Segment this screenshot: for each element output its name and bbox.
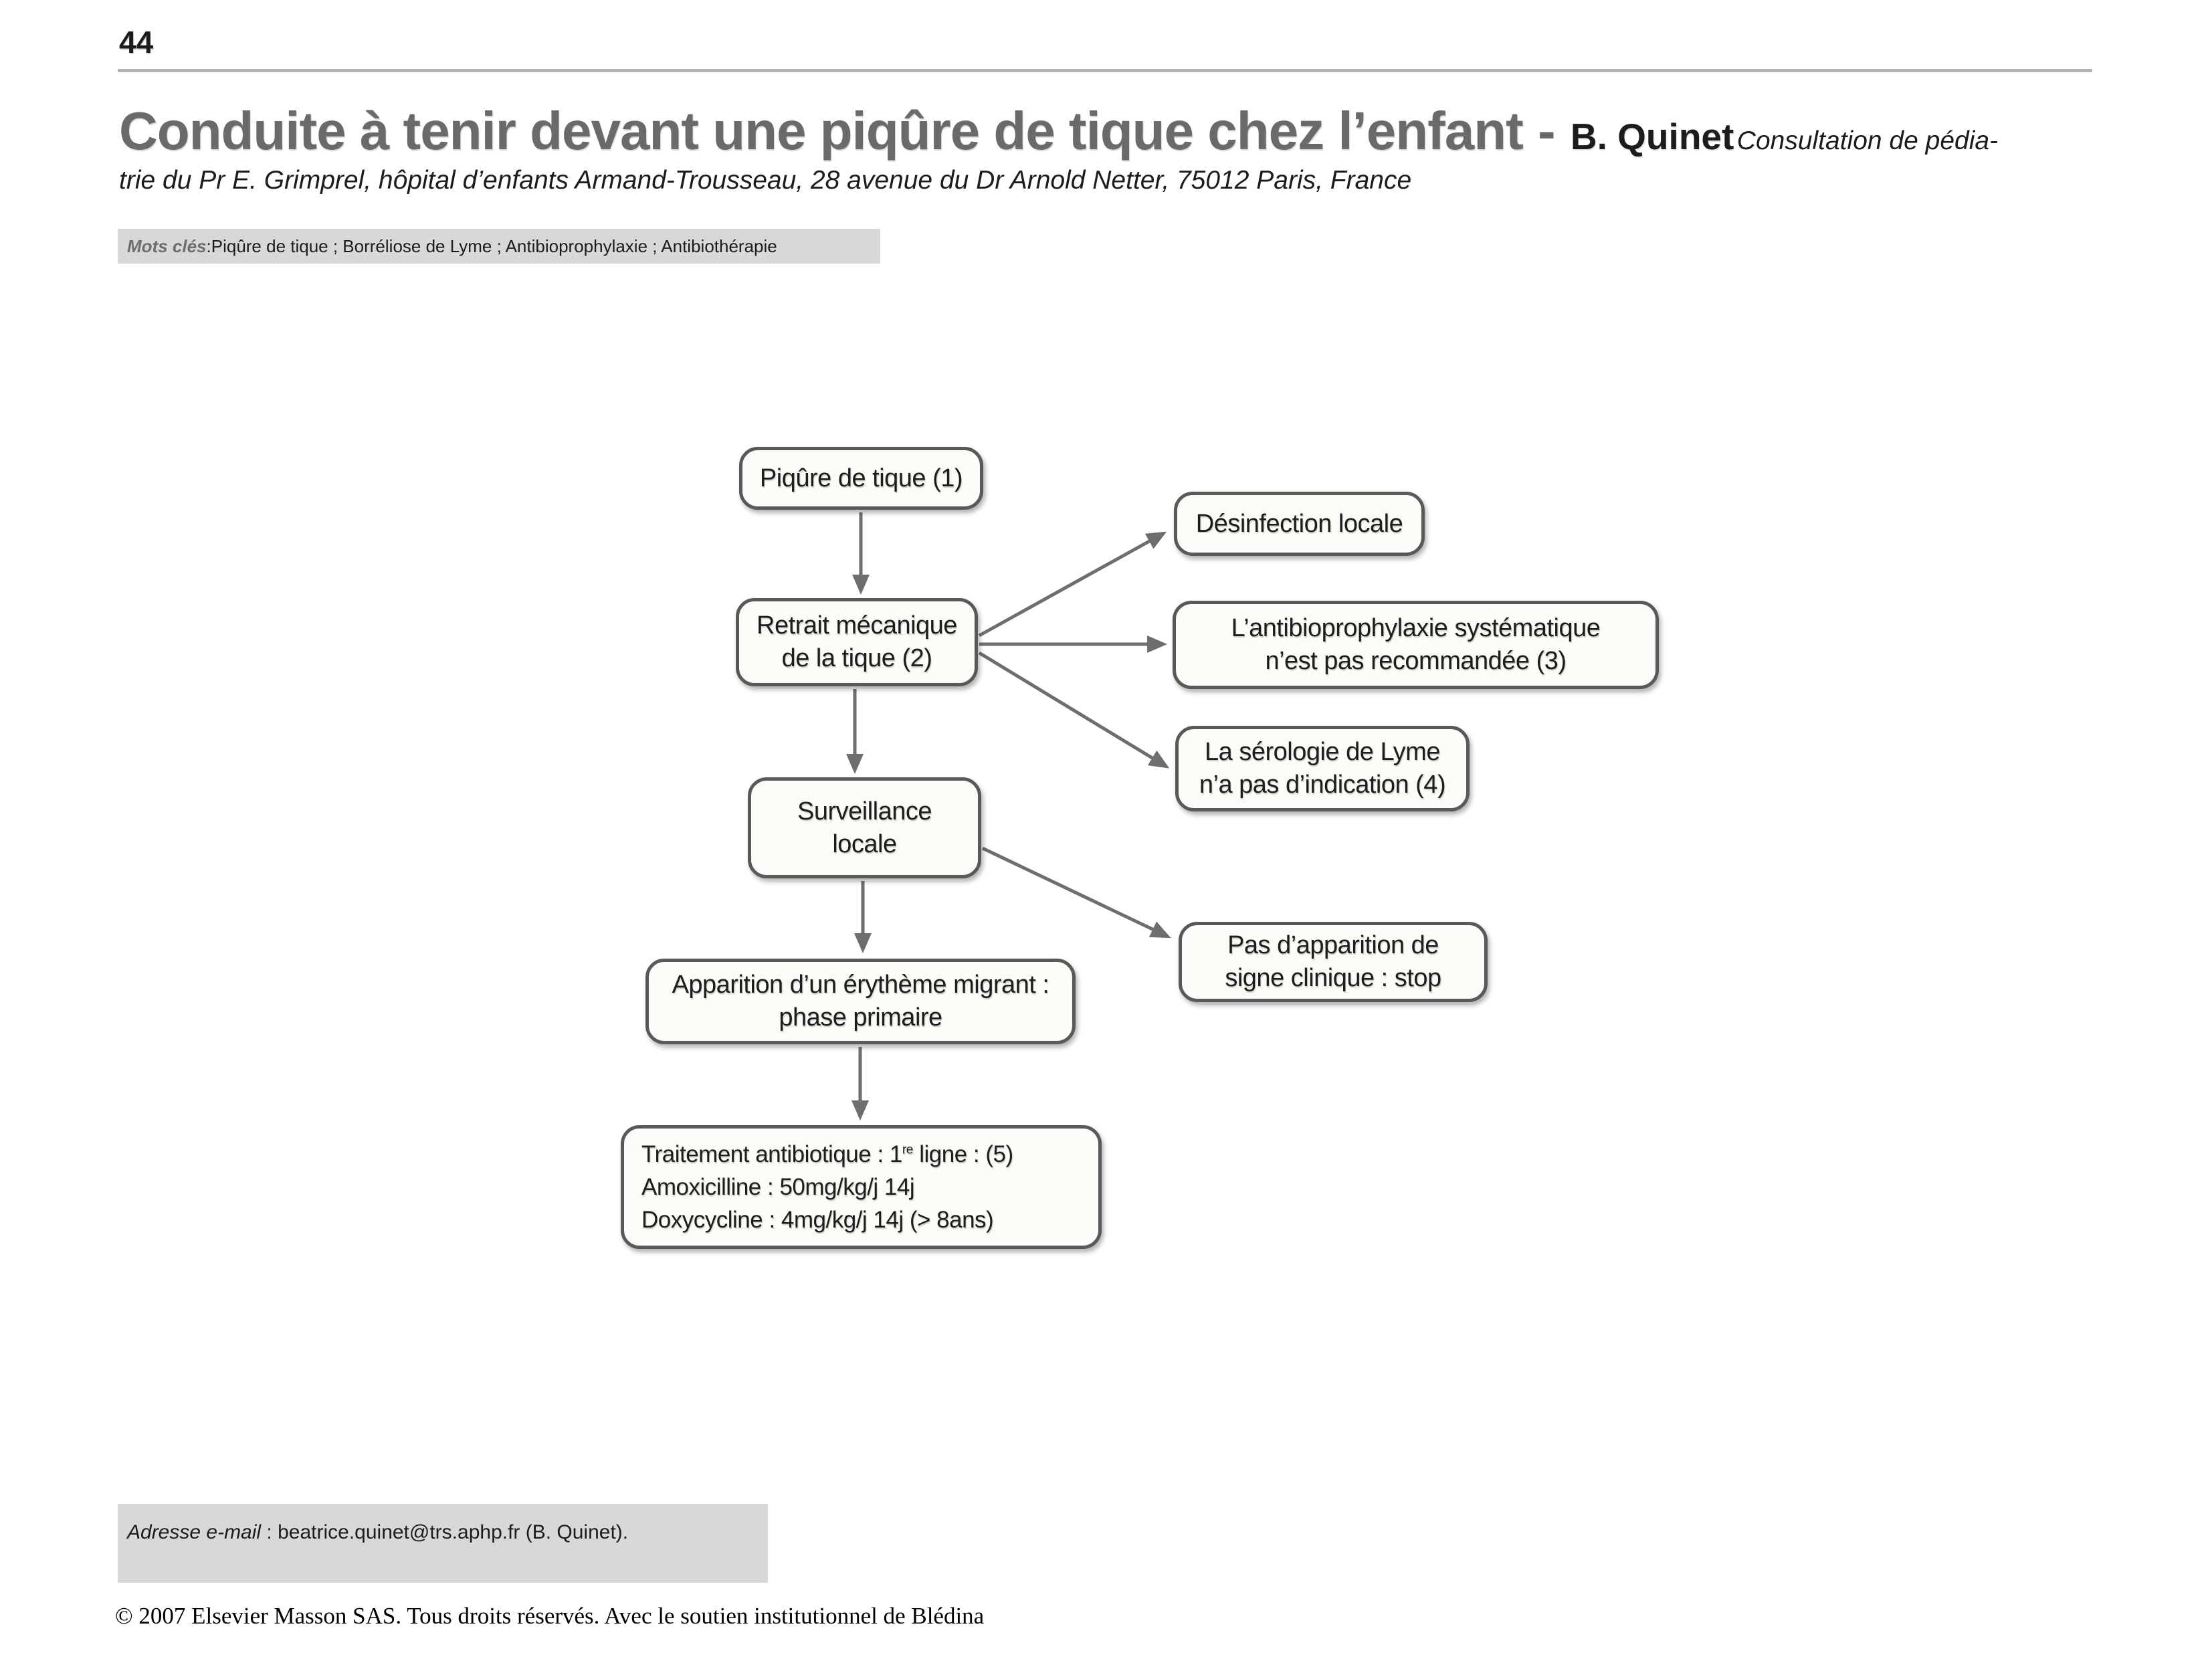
email-band: Adresse e-mail : beatrice.quinet@trs.aph… (118, 1504, 768, 1583)
flowchart-box-antibiotic-treatment: Traitement antibiotique : 1re ligne : (5… (621, 1125, 1102, 1249)
arrow-removal-to-serology (978, 651, 1170, 769)
copyright-line: © 2007 Elsevier Masson SAS. Tous droits … (115, 1603, 985, 1629)
keywords-label: Mots clés (127, 235, 207, 256)
title-separator: - (1522, 101, 1571, 161)
flowchart-box-no-antibioprophylaxis: L’antibioprophylaxie systématique n’est … (1173, 601, 1659, 689)
affiliation-inline: Consultation de pédia- (1736, 126, 1999, 155)
box-label-line: signe clinique : stop (1225, 964, 1441, 992)
article-title: Conduite à tenir devant une piqûre de ti… (119, 101, 1524, 161)
box-label: Piqûre de tique (1) (759, 464, 963, 492)
box-label-line: de la tique (2) (781, 644, 932, 672)
header-rule (118, 69, 2092, 72)
treatment-line-1: Traitement antibiotique : 1re ligne : (5… (641, 1138, 1013, 1171)
box-label-line: La sérologie de Lyme (1205, 738, 1440, 767)
box-label: Désinfection locale (1195, 509, 1403, 538)
box-label-line: L’antibioprophylaxie systématique (1231, 614, 1601, 643)
flowchart-box-tick-bite: Piqûre de tique (1) (739, 447, 983, 510)
box-label-line: locale (832, 830, 897, 858)
affiliation-line: trie du Pr E. Grimprel, hôpital d’enfant… (119, 166, 1412, 195)
arrow-removal-to-disinfection (978, 531, 1167, 638)
box-label-line: Pas d’apparition de (1227, 931, 1439, 960)
flowchart-box-erythema-migrans: Apparition d’un érythème migrant : phase… (645, 959, 1076, 1044)
page-number: 44 (119, 25, 154, 60)
box-label-line: phase primaire (779, 1003, 942, 1032)
box-label-line: Apparition d’un érythème migrant : (672, 971, 1049, 999)
arrow-surveillance-to-stop (981, 846, 1171, 939)
box-label-line: n’est pas recommandée (3) (1265, 647, 1567, 675)
keywords-separator: : (206, 235, 211, 256)
flowchart-box-local-disinfection: Désinfection locale (1174, 492, 1425, 556)
treatment-line1-superscript: re (902, 1143, 914, 1157)
email-label: Adresse e-mail (127, 1521, 262, 1543)
email-address: beatrice.quinet@trs.aphp.fr (B. Quinet). (278, 1521, 629, 1543)
treatment-line-2: Amoxicilline : 50mg/kg/j 14j (641, 1174, 915, 1200)
flowchart-box-no-clinical-sign-stop: Pas d’apparition de signe clinique : sto… (1179, 922, 1488, 1002)
email-separator: : (261, 1521, 278, 1543)
box-label-line: n’a pas d’indication (4) (1199, 771, 1446, 799)
box-label-line: Surveillance (797, 797, 932, 825)
keywords-band: Mots clés : Piqûre de tique ; Borréliose… (118, 229, 880, 264)
flowchart-box-mechanical-removal: Retrait mécanique de la tique (2) (736, 598, 978, 686)
author-name: B. Quinet (1570, 116, 1734, 157)
flowchart-box-no-lyme-serology: La sérologie de Lyme n’a pas d’indicatio… (1175, 726, 1470, 811)
flowchart-box-local-surveillance: Surveillance locale (748, 777, 981, 878)
article-title-line: Conduite à tenir devant une piqûre de ti… (119, 100, 2166, 162)
treatment-line-3: Doxycycline : 4mg/kg/j 14j (> 8ans) (641, 1207, 994, 1233)
keywords-value: Piqûre de tique ; Borréliose de Lyme ; A… (211, 235, 777, 256)
box-label-line: Retrait mécanique (757, 611, 957, 640)
treatment-line1-pre: Traitement antibiotique : 1 (641, 1141, 902, 1167)
treatment-line1-post: ligne : (5) (913, 1141, 1013, 1167)
